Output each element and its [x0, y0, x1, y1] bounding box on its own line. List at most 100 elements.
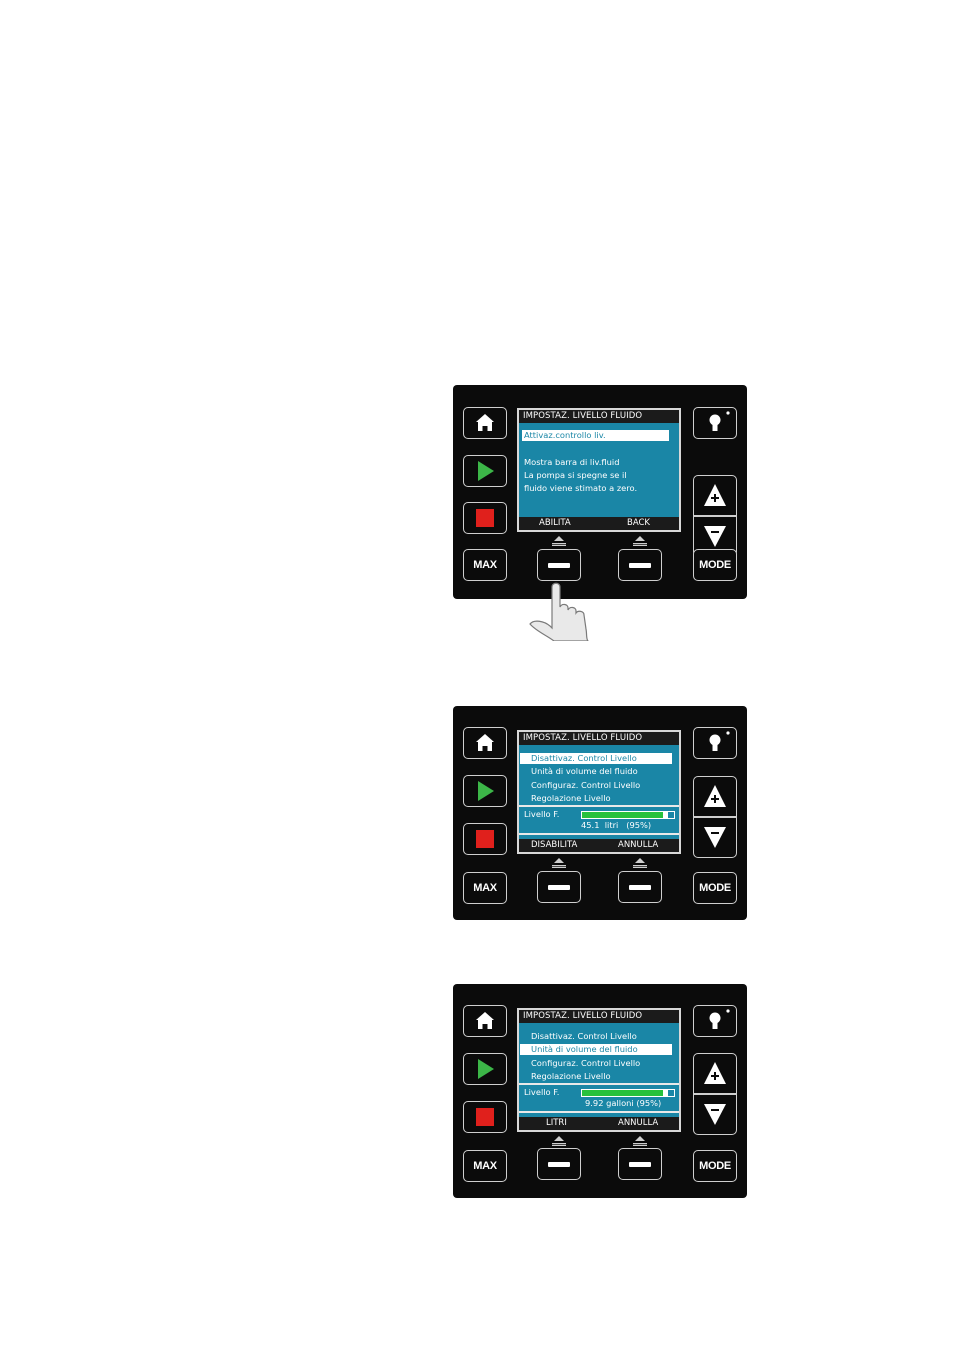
level-bar — [581, 811, 675, 819]
stop-icon — [476, 509, 494, 527]
max-button[interactable]: MAX — [463, 549, 507, 581]
play-button[interactable] — [463, 1053, 507, 1085]
stop-icon — [476, 1108, 494, 1126]
mode-label: MODE — [699, 1160, 731, 1172]
lcd-screen: IMPOSTAZ. LIVELLO FLUIDO Disattivaz. Con… — [517, 1008, 681, 1132]
softkey-right-button[interactable] — [618, 549, 662, 581]
minus-icon[interactable] — [693, 516, 737, 556]
menu-item[interactable]: Unità di volume del fluido — [531, 766, 638, 776]
control-panel-3: MAX IMPOSTAZ. LIVELLO FLUIDO Disattivaz.… — [453, 984, 747, 1198]
minus-icon — [629, 885, 651, 890]
softkey-label-right: ANNULLA — [618, 1118, 659, 1128]
minus-icon — [548, 563, 570, 568]
play-icon — [477, 460, 494, 481]
divider — [519, 805, 679, 807]
mode-label: MODE — [699, 882, 731, 894]
softkey-arrow-icon — [552, 858, 566, 868]
description-line: Mostra barra di liv.fluid — [524, 457, 620, 467]
play-button[interactable] — [463, 775, 507, 807]
description-line: fluido viene stimato a zero. — [524, 483, 638, 493]
home-button[interactable] — [463, 727, 507, 759]
stop-button[interactable] — [463, 823, 507, 855]
lightbulb-icon — [709, 1008, 730, 1029]
softkey-arrow-icon — [633, 536, 647, 546]
softkey-label-left: ABILITA — [539, 518, 571, 528]
softkey-label-right: ANNULLA — [618, 840, 659, 850]
finger-press-icon — [529, 582, 589, 641]
softkey-right-button[interactable] — [618, 1148, 662, 1180]
minus-icon — [548, 885, 570, 890]
menu-item-selected[interactable]: Unità di volume del fluido — [520, 1044, 672, 1055]
softkey-arrow-icon — [633, 1136, 647, 1146]
up-down-rocker — [693, 475, 737, 557]
divider — [519, 1111, 679, 1113]
max-button[interactable]: MAX — [463, 1150, 507, 1182]
light-button[interactable] — [693, 727, 737, 759]
softkey-bar: DISABILITA ANNULLA — [519, 839, 679, 852]
home-button[interactable] — [463, 1005, 507, 1037]
screen-title: IMPOSTAZ. LIVELLO FLUIDO — [519, 1010, 679, 1023]
control-panel-1: MAX IMPOSTAZ. LIVELLO FLUIDO Attivaz.con… — [453, 385, 747, 599]
level-bar-fill — [582, 812, 664, 818]
max-label: MAX — [473, 1160, 497, 1172]
menu-item[interactable]: Regolazione Livello — [531, 793, 611, 803]
menu-item[interactable]: Configuraz. Control Livello — [531, 1058, 641, 1068]
plus-icon[interactable] — [693, 776, 737, 816]
plus-icon[interactable] — [693, 475, 737, 515]
softkey-left-button[interactable] — [537, 549, 581, 581]
lightbulb-icon — [709, 410, 730, 431]
up-down-rocker — [693, 1053, 737, 1135]
softkey-bar: LITRI ANNULLA — [519, 1117, 679, 1130]
stop-button[interactable] — [463, 1101, 507, 1133]
level-value: 45.1 litri (95%) — [581, 820, 652, 830]
home-icon — [475, 733, 494, 751]
menu-item-selected[interactable]: Disattivaz. Control Livello — [520, 753, 672, 764]
level-label: Livello F. — [524, 809, 560, 819]
home-icon — [475, 1011, 494, 1029]
description-line: La pompa si spegne se il — [524, 470, 627, 480]
minus-icon[interactable] — [693, 817, 737, 857]
max-label: MAX — [473, 559, 497, 571]
play-button[interactable] — [463, 455, 507, 487]
play-icon — [477, 1058, 494, 1079]
level-bar-fill — [582, 1090, 664, 1096]
lightbulb-icon — [709, 730, 730, 751]
light-button[interactable] — [693, 407, 737, 439]
home-button[interactable] — [463, 407, 507, 439]
stop-button[interactable] — [463, 502, 507, 534]
play-icon — [477, 780, 494, 801]
softkey-left-button[interactable] — [537, 1148, 581, 1180]
stop-icon — [476, 830, 494, 848]
level-value: 9.92 galloni (95%) — [585, 1098, 662, 1108]
mode-button[interactable]: MODE — [693, 872, 737, 904]
max-label: MAX — [473, 882, 497, 894]
menu-item[interactable]: Disattivaz. Control Livello — [531, 1031, 637, 1041]
screen-title: IMPOSTAZ. LIVELLO FLUIDO — [519, 732, 679, 745]
home-icon — [475, 413, 494, 431]
menu-item[interactable]: Configuraz. Control Livello — [531, 780, 641, 790]
minus-icon — [548, 1162, 570, 1167]
menu-item-selected[interactable]: Attivaz.controllo liv. — [522, 430, 669, 441]
up-down-rocker — [693, 776, 737, 858]
plus-icon[interactable] — [693, 1053, 737, 1093]
softkey-right-button[interactable] — [618, 871, 662, 903]
softkey-arrow-icon — [633, 858, 647, 868]
divider — [519, 1083, 679, 1085]
level-bar — [581, 1089, 675, 1097]
mode-button[interactable]: MODE — [693, 549, 737, 581]
control-panel-2: MAX IMPOSTAZ. LIVELLO FLUIDO Disattivaz.… — [453, 706, 747, 920]
softkey-left-button[interactable] — [537, 871, 581, 903]
mode-button[interactable]: MODE — [693, 1150, 737, 1182]
menu-item[interactable]: Regolazione Livello — [531, 1071, 611, 1081]
softkey-label-right: BACK — [627, 518, 651, 528]
max-button[interactable]: MAX — [463, 872, 507, 904]
softkey-bar: ABILITA BACK — [519, 517, 679, 530]
minus-icon[interactable] — [693, 1094, 737, 1134]
softkey-arrow-icon — [552, 536, 566, 546]
light-button[interactable] — [693, 1005, 737, 1037]
softkey-label-left: LITRI — [546, 1118, 567, 1128]
softkey-arrow-icon — [552, 1136, 566, 1146]
screen-title: IMPOSTAZ. LIVELLO FLUIDO — [519, 410, 679, 423]
minus-icon — [629, 1162, 651, 1167]
minus-icon — [629, 563, 651, 568]
